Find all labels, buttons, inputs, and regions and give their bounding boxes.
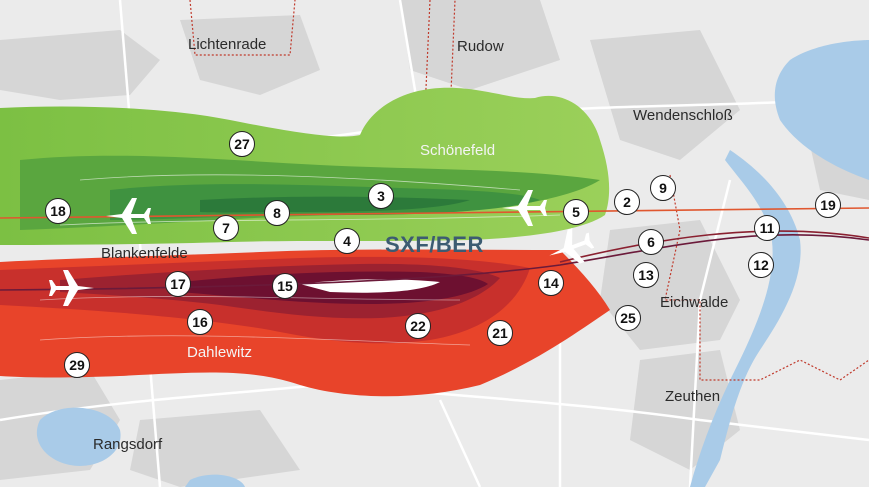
airplane-icon: [106, 198, 151, 234]
airplane-icon: [502, 190, 547, 226]
measurement-point-12[interactable]: 12: [748, 252, 774, 278]
measurement-point-14[interactable]: 14: [538, 270, 564, 296]
measurement-point-19[interactable]: 19: [815, 192, 841, 218]
place-label-rudow: Rudow: [457, 38, 504, 55]
airplane-icon: [49, 270, 94, 306]
measurement-point-13[interactable]: 13: [633, 262, 659, 288]
place-label-lichtenrade: Lichtenrade: [188, 36, 267, 53]
place-label-zeuthen: Zeuthen: [665, 388, 721, 405]
place-label-wendenschloss: Wendenschloß: [633, 107, 733, 124]
measurement-point-15[interactable]: 15: [272, 273, 298, 299]
place-label-rangsdorf: Rangsdorf: [93, 436, 163, 453]
measurement-point-11[interactable]: 11: [754, 215, 780, 241]
noise-zone-north: [0, 87, 610, 245]
measurement-point-9[interactable]: 9: [650, 175, 676, 201]
measurement-point-27[interactable]: 27: [229, 131, 255, 157]
measurement-point-22[interactable]: 22: [405, 313, 431, 339]
measurement-point-16[interactable]: 16: [187, 309, 213, 335]
airplane-icon: [549, 228, 594, 264]
measurement-point-8[interactable]: 8: [264, 200, 290, 226]
measurement-point-29[interactable]: 29: [64, 352, 90, 378]
airport-label: SXF/BER: [385, 232, 484, 257]
measurement-point-2[interactable]: 2: [614, 189, 640, 215]
place-label-schoenefeld: Schönefeld: [420, 142, 496, 159]
measurement-point-5[interactable]: 5: [563, 199, 589, 225]
measurement-point-4[interactable]: 4: [334, 228, 360, 254]
measurement-point-18[interactable]: 18: [45, 198, 71, 224]
measurement-point-3[interactable]: 3: [368, 183, 394, 209]
measurement-point-6[interactable]: 6: [638, 229, 664, 255]
place-label-blankenfelde: Blankenfelde: [101, 245, 188, 262]
measurement-point-21[interactable]: 21: [487, 320, 513, 346]
measurement-point-17[interactable]: 17: [165, 271, 191, 297]
measurement-point-7[interactable]: 7: [213, 215, 239, 241]
measurement-point-25[interactable]: 25: [615, 305, 641, 331]
place-label-eichwalde: Eichwalde: [660, 294, 729, 311]
place-label-dahlewitz: Dahlewitz: [187, 344, 253, 361]
municipal-boundary: [189, 0, 869, 381]
